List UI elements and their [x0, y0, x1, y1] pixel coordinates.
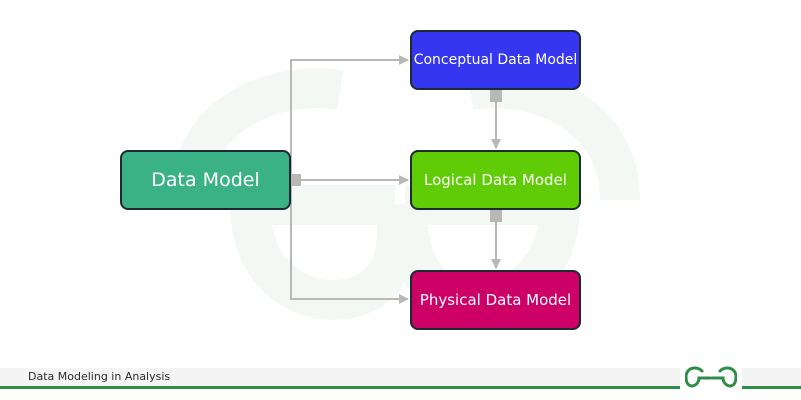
node-data-model-label: Data Model [151, 169, 260, 191]
footer-bar [0, 368, 801, 386]
node-logical-data-model-label: Logical Data Model [424, 171, 567, 189]
edge-data-model-to-conceptual [290, 55, 409, 180]
geeksforgeeks-logo-icon [680, 362, 742, 392]
edge-data-model-to-physical [290, 180, 409, 304]
node-conceptual-data-model-label: Conceptual Data Model [413, 52, 578, 68]
footer-caption: Data Modeling in Analysis [28, 370, 171, 383]
node-logical-data-model: Logical Data Model [410, 150, 581, 210]
node-data-model: Data Model [120, 150, 291, 210]
footer-accent-line [0, 386, 801, 389]
connector-handle-logical [490, 210, 502, 222]
node-physical-data-model-label: Physical Data Model [419, 291, 572, 309]
node-physical-data-model: Physical Data Model [410, 270, 581, 330]
connector-handle-conceptual [490, 90, 502, 102]
connector-handle-data-model [289, 174, 301, 186]
node-conceptual-data-model: Conceptual Data Model [410, 30, 581, 90]
